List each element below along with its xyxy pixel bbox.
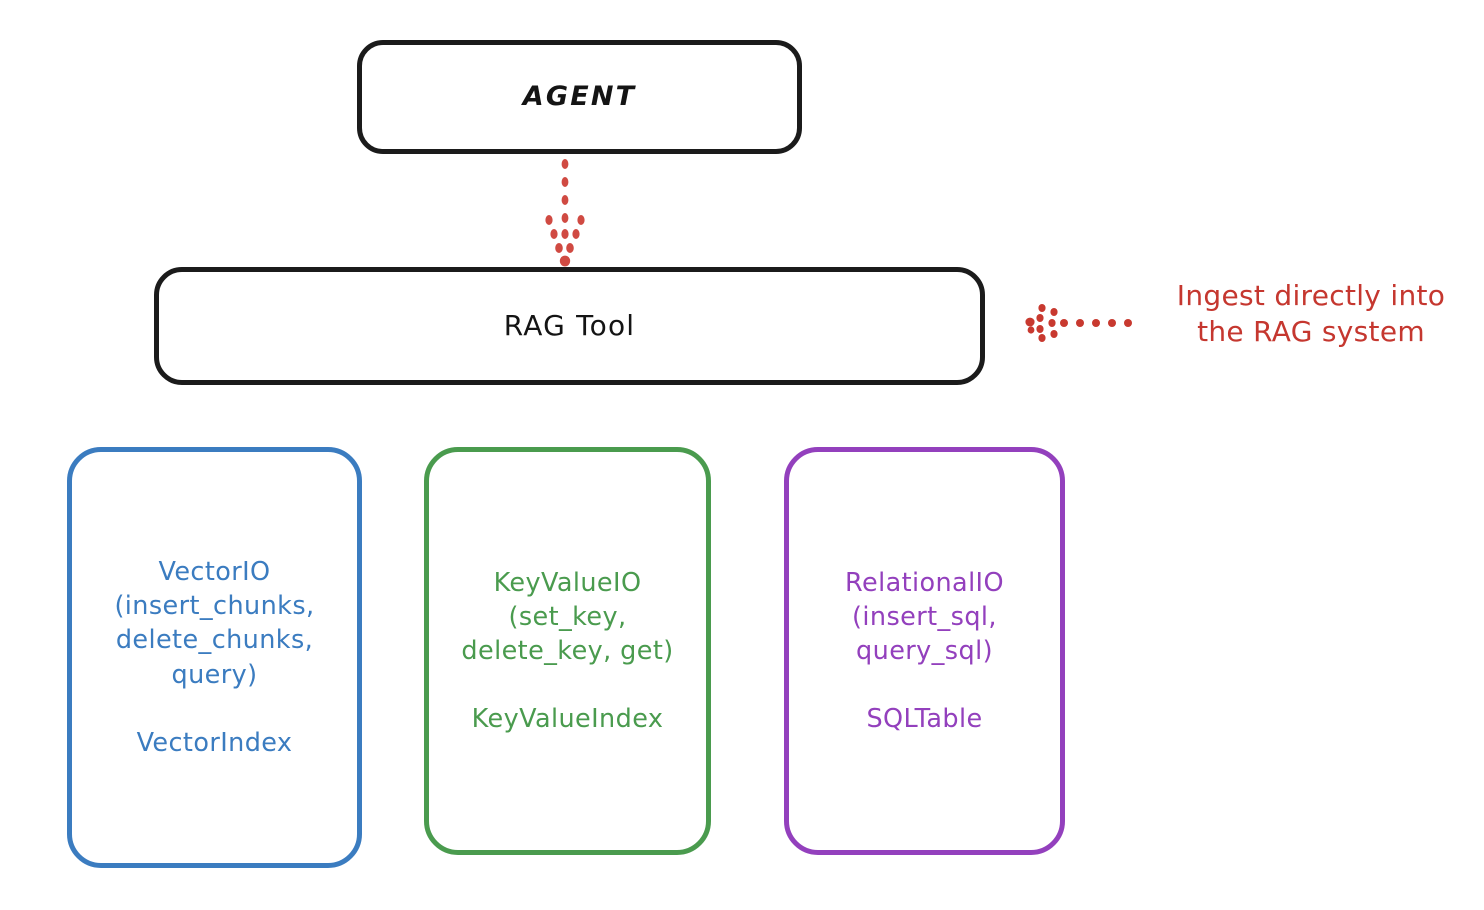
edge-ingest-annotation-arrow xyxy=(1025,304,1132,342)
node-vector-io-label: VectorIO (insert_chunks, delete_chunks, … xyxy=(114,557,315,758)
annotation-ingest-directly: Ingest directly into the RAG system xyxy=(1176,279,1446,349)
node-key-value-io-label: KeyValueIO (set_key, delete_key, get) Ke… xyxy=(461,567,674,735)
node-relational-io[interactable]: RelationalIO (insert_sql, query_sql) SQL… xyxy=(784,447,1065,855)
node-rag-tool-label: RAG Tool xyxy=(503,308,636,342)
node-agent[interactable]: AGENT xyxy=(357,40,802,154)
edge-agent-to-rag-tool-arrow xyxy=(545,159,585,267)
node-key-value-io[interactable]: KeyValueIO (set_key, delete_key, get) Ke… xyxy=(424,447,711,855)
node-relational-io-label: RelationalIO (insert_sql, query_sql) SQL… xyxy=(845,567,1004,735)
node-agent-label: AGENT xyxy=(522,81,637,113)
node-vector-io[interactable]: VectorIO (insert_chunks, delete_chunks, … xyxy=(67,447,362,868)
node-rag-tool[interactable]: RAG Tool xyxy=(154,267,985,385)
